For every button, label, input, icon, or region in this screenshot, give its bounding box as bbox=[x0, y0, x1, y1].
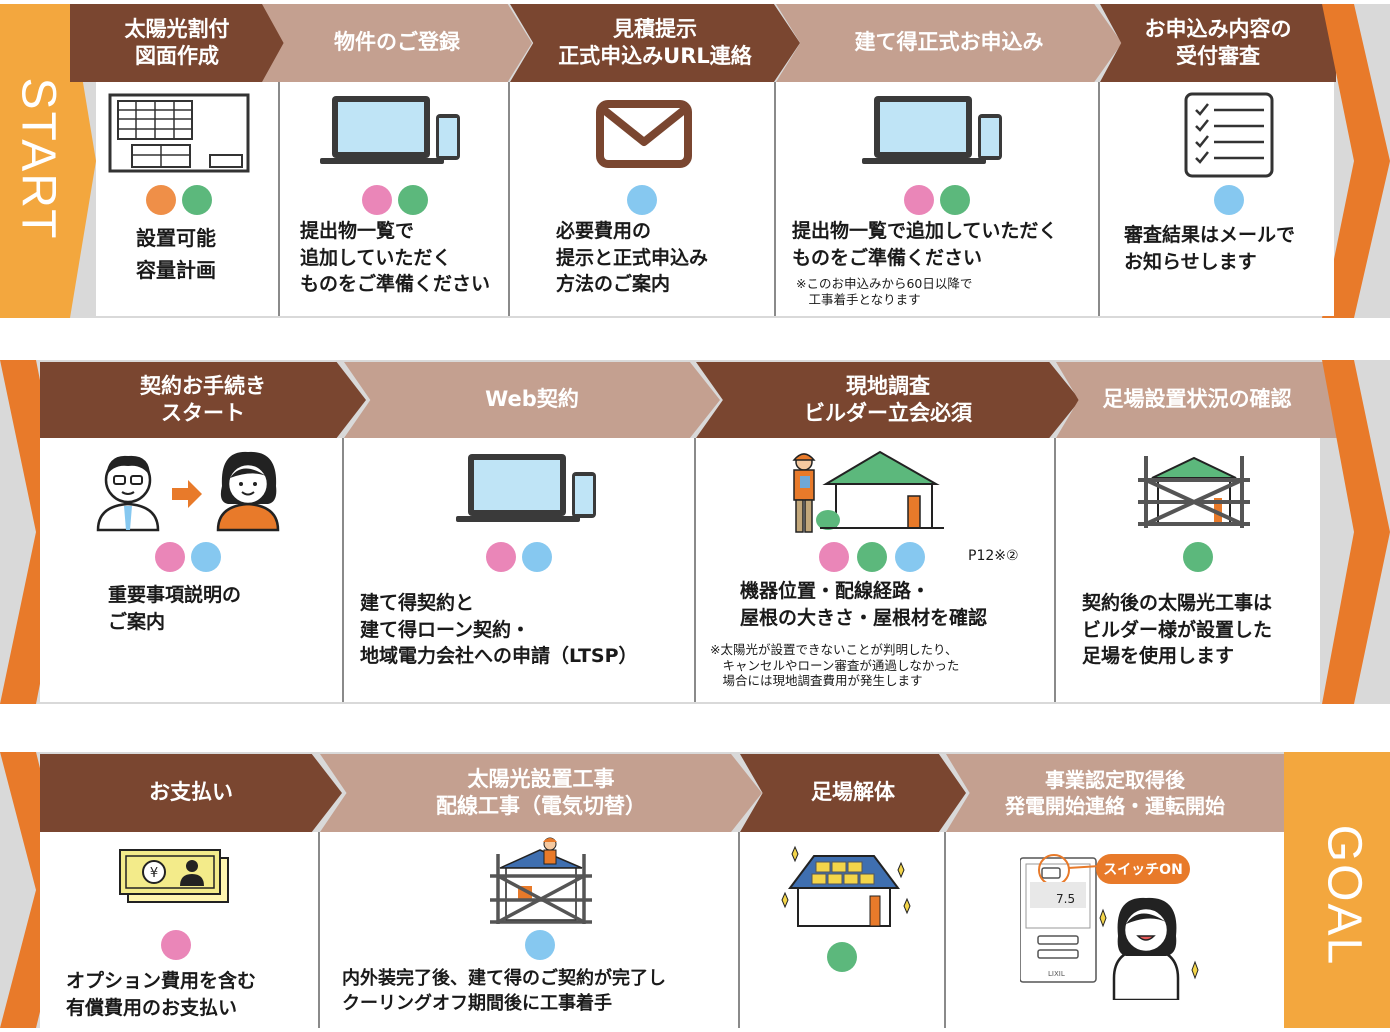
category-dot-blue bbox=[895, 542, 925, 572]
step-note: ※このお申込みから60日以降で 工事着手となります bbox=[796, 276, 973, 307]
checklist-icon bbox=[1184, 92, 1274, 178]
step-header-r2-2: Web契約 bbox=[344, 362, 720, 438]
category-dot-green bbox=[398, 185, 428, 215]
switch-on-callout: スイッチON bbox=[1096, 854, 1190, 884]
step-description: 機器位置・配線経路・屋根の大きさ・屋根材を確認 bbox=[740, 580, 988, 629]
step-header-r1-5: お申込み内容の受付審査 bbox=[1100, 4, 1336, 82]
step-header-r3-4: 事業認定取得後発電開始連絡・運転開始 bbox=[946, 754, 1284, 832]
category-dot-pink bbox=[155, 542, 185, 572]
category-dot-green bbox=[940, 185, 970, 215]
scaffold-house-icon bbox=[1138, 456, 1250, 528]
category-dot-green bbox=[182, 185, 212, 215]
start-label: START bbox=[11, 77, 65, 241]
category-dot-orange bbox=[146, 185, 176, 215]
step-header-r2-3: 現地調査ビルダー立会必須 bbox=[696, 362, 1080, 438]
step-header-r1-3: 見積提示正式申込みURL連絡 bbox=[510, 4, 800, 82]
category-dot-blue bbox=[627, 185, 657, 215]
step-description: 内外装完了後、建て得のご契約が完了しクーリングオフ期間後に工事着手 bbox=[342, 968, 666, 1015]
step-header-r1-1: 太陽光割付図面作成 bbox=[70, 4, 284, 82]
category-dot-green bbox=[1183, 542, 1213, 572]
category-dot-blue bbox=[191, 542, 221, 572]
arrow-right-shape bbox=[1322, 4, 1390, 318]
solar-install-icon bbox=[490, 837, 592, 924]
solar-house-icon bbox=[781, 845, 911, 927]
laptop-phone-icon bbox=[862, 96, 1002, 164]
step-note: ※太陽光が設置できないことが判明したり、 キャンセルやローン審査が通過しなかった… bbox=[710, 642, 960, 689]
mail-icon bbox=[596, 100, 692, 168]
laptop-phone-icon bbox=[320, 96, 460, 164]
goal-label: GOAL bbox=[1317, 824, 1371, 967]
category-dot-pink bbox=[486, 542, 516, 572]
step-description: 必要費用の提示と正式申込み方法のご案内 bbox=[556, 220, 709, 296]
step-description: オプション費用を含む有償費用のお支払い bbox=[66, 970, 257, 1019]
step-description: 設置可能容量計画 bbox=[136, 226, 216, 282]
step-header-r2-4: 足場設置状況の確認 bbox=[1056, 362, 1338, 438]
goal-tab bbox=[1284, 752, 1390, 1028]
step-description: 契約後の太陽光工事はビルダー様が設置した足場を使用します bbox=[1082, 592, 1273, 668]
category-dot-blue bbox=[1214, 185, 1244, 215]
category-dot-pink bbox=[161, 930, 191, 960]
row1-end-arrow bbox=[1322, 4, 1390, 318]
callout-text: スイッチON bbox=[1103, 862, 1183, 878]
row2-end-arrow bbox=[1322, 360, 1390, 704]
start-tab-shape bbox=[0, 4, 96, 318]
arrow-right-shape bbox=[1322, 360, 1390, 704]
category-dot-blue bbox=[522, 542, 552, 572]
step-description: 提出物一覧で追加していただくものをご準備ください bbox=[300, 220, 491, 296]
step-description: 建て得契約と建て得ローン契約・地域電力会社への申請（LTSP） bbox=[360, 592, 638, 668]
svg-text:¥: ¥ bbox=[150, 866, 158, 881]
category-dot-pink bbox=[362, 185, 392, 215]
category-dot-pink bbox=[904, 185, 934, 215]
start-tab bbox=[0, 4, 96, 318]
step-header-r1-4: 建て得正式お申込み bbox=[776, 4, 1122, 82]
step-description: 重要事項説明のご案内 bbox=[108, 584, 242, 633]
category-dot-green bbox=[827, 942, 857, 972]
floor-plan-icon bbox=[108, 93, 250, 173]
step-header-r1-2: 物件のご登録 bbox=[262, 4, 532, 82]
step-header-r2-1: 契約お手続きスタート bbox=[40, 362, 366, 438]
laptop-phone-icon bbox=[456, 454, 596, 522]
category-dot-green bbox=[857, 542, 887, 572]
step-header-r3-2: 太陽光設置工事配線工事（電気切替） bbox=[320, 754, 762, 832]
step-description: 審査結果はメールでお知らせします bbox=[1124, 224, 1296, 273]
category-dot-pink bbox=[819, 542, 849, 572]
brand-label: LIXIL bbox=[1048, 970, 1065, 978]
display-value: 7.5 bbox=[1056, 892, 1075, 906]
step-header-r3-1: お支払い bbox=[40, 754, 342, 832]
step-description: 提出物一覧で追加していただくものをご準備ください bbox=[792, 220, 1058, 269]
handover-people-icon bbox=[96, 451, 280, 532]
page-reference: P12※② bbox=[968, 548, 1019, 564]
switch-on-icon: 7.5 LIXIL bbox=[1020, 854, 1199, 1000]
yen-bill-icon: ¥ bbox=[119, 849, 229, 903]
category-dot-blue bbox=[525, 930, 555, 960]
step-header-r3-3: 足場解体 bbox=[740, 754, 966, 832]
step-card-r2-1 bbox=[40, 438, 344, 702]
site-survey-icon bbox=[792, 450, 944, 533]
